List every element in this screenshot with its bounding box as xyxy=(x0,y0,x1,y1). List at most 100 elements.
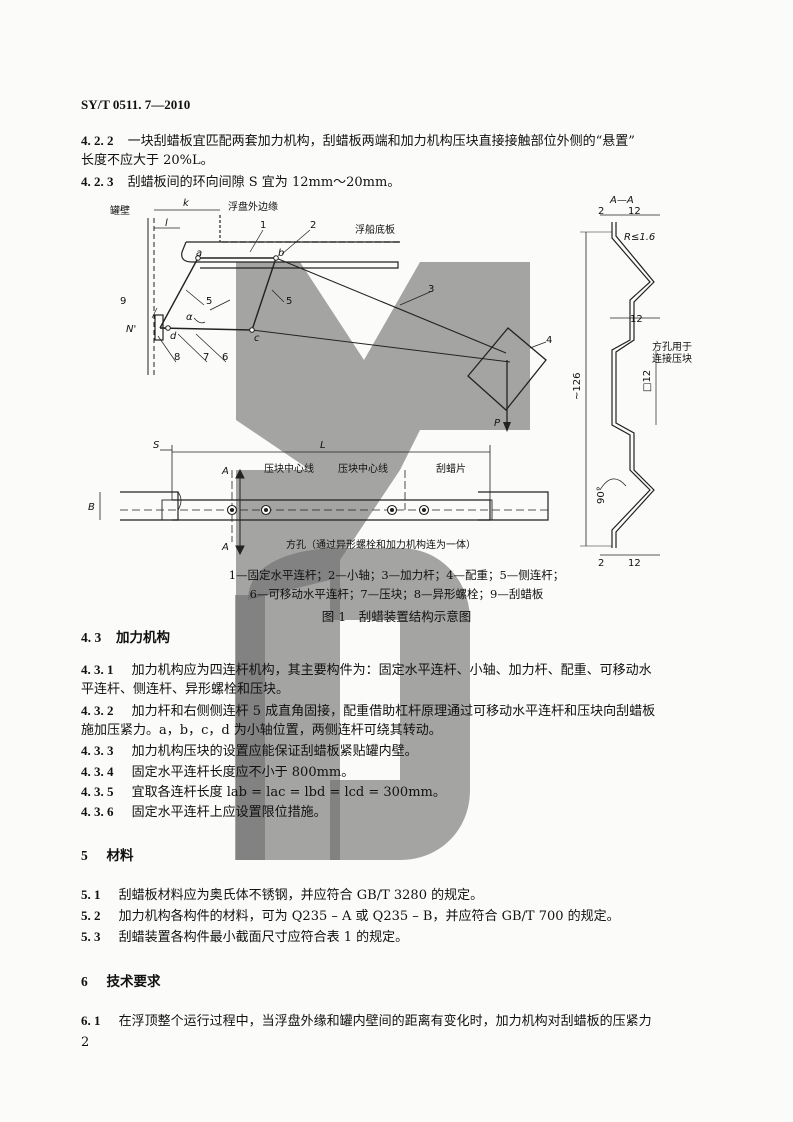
clause-number: 6. 1 xyxy=(81,1013,101,1028)
label-b: B xyxy=(88,502,95,513)
clause-text: 固定水平连杆上应设置限位措施。 xyxy=(131,805,327,820)
label-n5a: 5 xyxy=(206,296,212,307)
clause-text: 加力杆和右侧侧连杆 5 成直角固接，配重借助杠杆原理通过可移动水平连杆和压块向刮… xyxy=(131,704,656,719)
label-k: k xyxy=(183,198,190,209)
clause-4-3-2-cont: 施加压紧力。a，b，c，d 为小轴位置，两侧连杆可绕其转动。 xyxy=(81,723,442,738)
figure-legend-line-1: 1—固定水平连杆；2—小轴；3—加力杆；4—配重；5—侧连杆； xyxy=(228,568,565,582)
dimension-k-l xyxy=(154,209,220,229)
section-a-a-profile xyxy=(580,214,660,556)
label-dim-sq12: □12 xyxy=(642,370,653,392)
clause-text: 刮蜡装置各构件最小截面尺寸应符合表 1 的规定。 xyxy=(118,930,409,945)
label-n8: 8 xyxy=(174,352,180,363)
clause-text: 在浮顶整个运行过程中，当浮盘外缘和罐内壁间的距离有变化时，加力机构对刮蜡板的压紧… xyxy=(118,1014,652,1029)
clause-4-3-2: 4. 3. 2 加力杆和右侧侧连杆 5 成直角固接，配重借助杠杆原理通过可移动水… xyxy=(81,701,655,722)
figure-legend-line-2: 6—可移动水平连杆；7—压块；8—异形螺栓；9—刮蜡板 xyxy=(249,587,544,601)
clause-text: 固定水平连杆长度应不小于 800mm。 xyxy=(131,765,355,780)
label-dim-r: R≤1.6 xyxy=(624,232,655,243)
label-scraper-sheet: 刮蜡片 xyxy=(436,462,466,475)
label-dim-2-top: 2 xyxy=(598,206,604,217)
clause-text: 刮蜡板材料应为奥氏体不锈钢，并应符合 GB/T 3280 的规定。 xyxy=(118,888,484,903)
label-pontoon-bottom: 浮船底板 xyxy=(355,223,395,236)
clause-text: 加力机构各构件的材料，可为 Q235 – A 或 Q235 – B，并应符合 G… xyxy=(118,909,620,924)
label-pd: d xyxy=(170,331,177,342)
clause-number: 4. 3. 2 xyxy=(81,703,114,718)
label-L: L xyxy=(320,440,326,451)
label-pa: a xyxy=(196,248,202,259)
clause-number: 5. 1 xyxy=(81,887,101,902)
label-n-prime: N' xyxy=(126,324,136,335)
clause-number: 4. 3. 5 xyxy=(81,784,114,799)
standard-number: SY/T 0511. 7—2010 xyxy=(81,97,191,112)
label-p: P xyxy=(494,418,501,429)
clause-number: 4. 2. 2 xyxy=(81,133,114,148)
label-dim-126: ~126 xyxy=(572,373,583,400)
heading-number: 4. 3 xyxy=(81,630,102,645)
label-press-center-2: 压块中心线 xyxy=(338,462,388,475)
heading-title: 材料 xyxy=(106,848,134,864)
paragraph-4-2-3: 4. 2. 3 刮蜡板间的环向间隙 S 宜为 12mm～20mm。 xyxy=(81,172,400,193)
label-n1: 1 xyxy=(260,220,266,231)
label-square-hole-note-1: 方孔用于 xyxy=(652,340,692,353)
label-dim-12-bottom: 12 xyxy=(628,558,641,569)
clause-4-3-4: 4. 3. 4 固定水平连杆长度应不小于 800mm。 xyxy=(81,762,354,783)
label-dim-12-mid: 12 xyxy=(630,314,643,325)
label-dim-90: 90° xyxy=(596,486,607,504)
clause-text: 宜取各连杆长度 lab = lac = lbd = lcd = 300mm。 xyxy=(131,785,446,800)
pivot-points xyxy=(165,255,279,333)
label-pc: c xyxy=(254,333,260,344)
clause-5-1: 5. 1 刮蜡板材料应为奥氏体不锈钢，并应符合 GB/T 3280 的规定。 xyxy=(81,885,483,906)
label-n2: 2 xyxy=(310,220,316,231)
clause-number: 5. 3 xyxy=(81,929,101,944)
label-alpha: α xyxy=(186,312,193,323)
label-n9: 9 xyxy=(120,296,126,307)
clause-number: 4. 3. 4 xyxy=(81,764,114,779)
page-number: 2 xyxy=(81,1035,90,1050)
clause-4-3-3: 4. 3. 3 加力机构压块的设置应能保证刮蜡板紧贴罐内壁。 xyxy=(81,741,418,762)
clause-number: 5. 2 xyxy=(81,908,101,923)
clause-text: 一块刮蜡板宜匹配两套加力机构，刮蜡板两端和加力机构压块直接接触部位外侧的“悬置” xyxy=(127,134,635,149)
paragraph-4-2-2-cont: 长度不应大于 20%L。 xyxy=(81,153,214,168)
label-n4: 4 xyxy=(546,335,552,346)
clause-number: 4. 3. 3 xyxy=(81,743,114,758)
label-dim-2-bottom: 2 xyxy=(598,558,604,569)
clause-4-3-5: 4. 3. 5 宜取各连杆长度 lab = lac = lbd = lcd = … xyxy=(81,782,446,803)
counterweight xyxy=(467,327,547,432)
label-square-hole: 方孔（通过异形螺栓和加力机构连为一体） xyxy=(286,538,476,551)
section-heading-5: 5 材料 xyxy=(81,846,133,866)
label-wall: 罐壁 xyxy=(110,204,130,217)
clause-text: 刮蜡板间的环向间隙 S 宜为 12mm～20mm。 xyxy=(127,175,401,190)
tank-wall xyxy=(147,218,155,375)
clause-number: 4. 2. 3 xyxy=(81,174,114,189)
clause-4-3-6: 4. 3. 6 固定水平连杆上应设置限位措施。 xyxy=(81,802,327,823)
floating-plate xyxy=(181,215,400,269)
heading-title: 技术要求 xyxy=(106,974,161,990)
leader-lines xyxy=(151,229,547,363)
plan-view xyxy=(99,445,549,542)
label-n7: 7 xyxy=(203,352,209,363)
label-a-top: A xyxy=(221,466,229,477)
label-section-a-a: A—A xyxy=(609,195,634,206)
clause-5-3: 5. 3 刮蜡装置各构件最小截面尺寸应符合表 1 的规定。 xyxy=(81,927,408,948)
heading-title: 加力机构 xyxy=(115,630,170,646)
bolt-holes xyxy=(226,504,430,516)
label-s: S xyxy=(153,440,160,451)
heading-number: 6 xyxy=(81,974,88,989)
clause-text: 加力机构应为四连杆机构，其主要构件为：固定水平连杆、小轴、加力杆、配重、可移动水 xyxy=(131,663,652,678)
clause-6-1: 6. 1 在浮顶整个运行过程中，当浮盘外缘和罐内壁间的距离有变化时，加力机构对刮… xyxy=(81,1011,652,1032)
section-arrows xyxy=(235,468,245,556)
label-a-bottom: A xyxy=(221,542,229,553)
label-float-edge: 浮盘外边缘 xyxy=(228,200,278,213)
label-dim-12-top: 12 xyxy=(628,206,641,217)
clause-4-3-1: 4. 3. 1 加力机构应为四连杆机构，其主要构件为：固定水平连杆、小轴、加力杆… xyxy=(81,660,652,681)
label-square-hole-note-2: 连接压块 xyxy=(652,352,692,365)
section-heading-4-3: 4. 3 加力机构 xyxy=(81,628,170,648)
label-n3: 3 xyxy=(428,284,434,295)
label-press-center-1: 压块中心线 xyxy=(264,462,314,475)
clause-number: 4. 3. 6 xyxy=(81,804,114,819)
clause-5-2: 5. 2 加力机构各构件的材料，可为 Q235 – A 或 Q235 – B，并… xyxy=(81,906,620,927)
figure-caption: 图 1 刮蜡装置结构示意图 xyxy=(321,609,472,624)
label-n5b: 5 xyxy=(286,296,292,307)
watermark-logo xyxy=(235,262,530,860)
clause-4-3-1-cont: 平连杆、侧连杆、异形螺栓和压块。 xyxy=(81,682,290,697)
